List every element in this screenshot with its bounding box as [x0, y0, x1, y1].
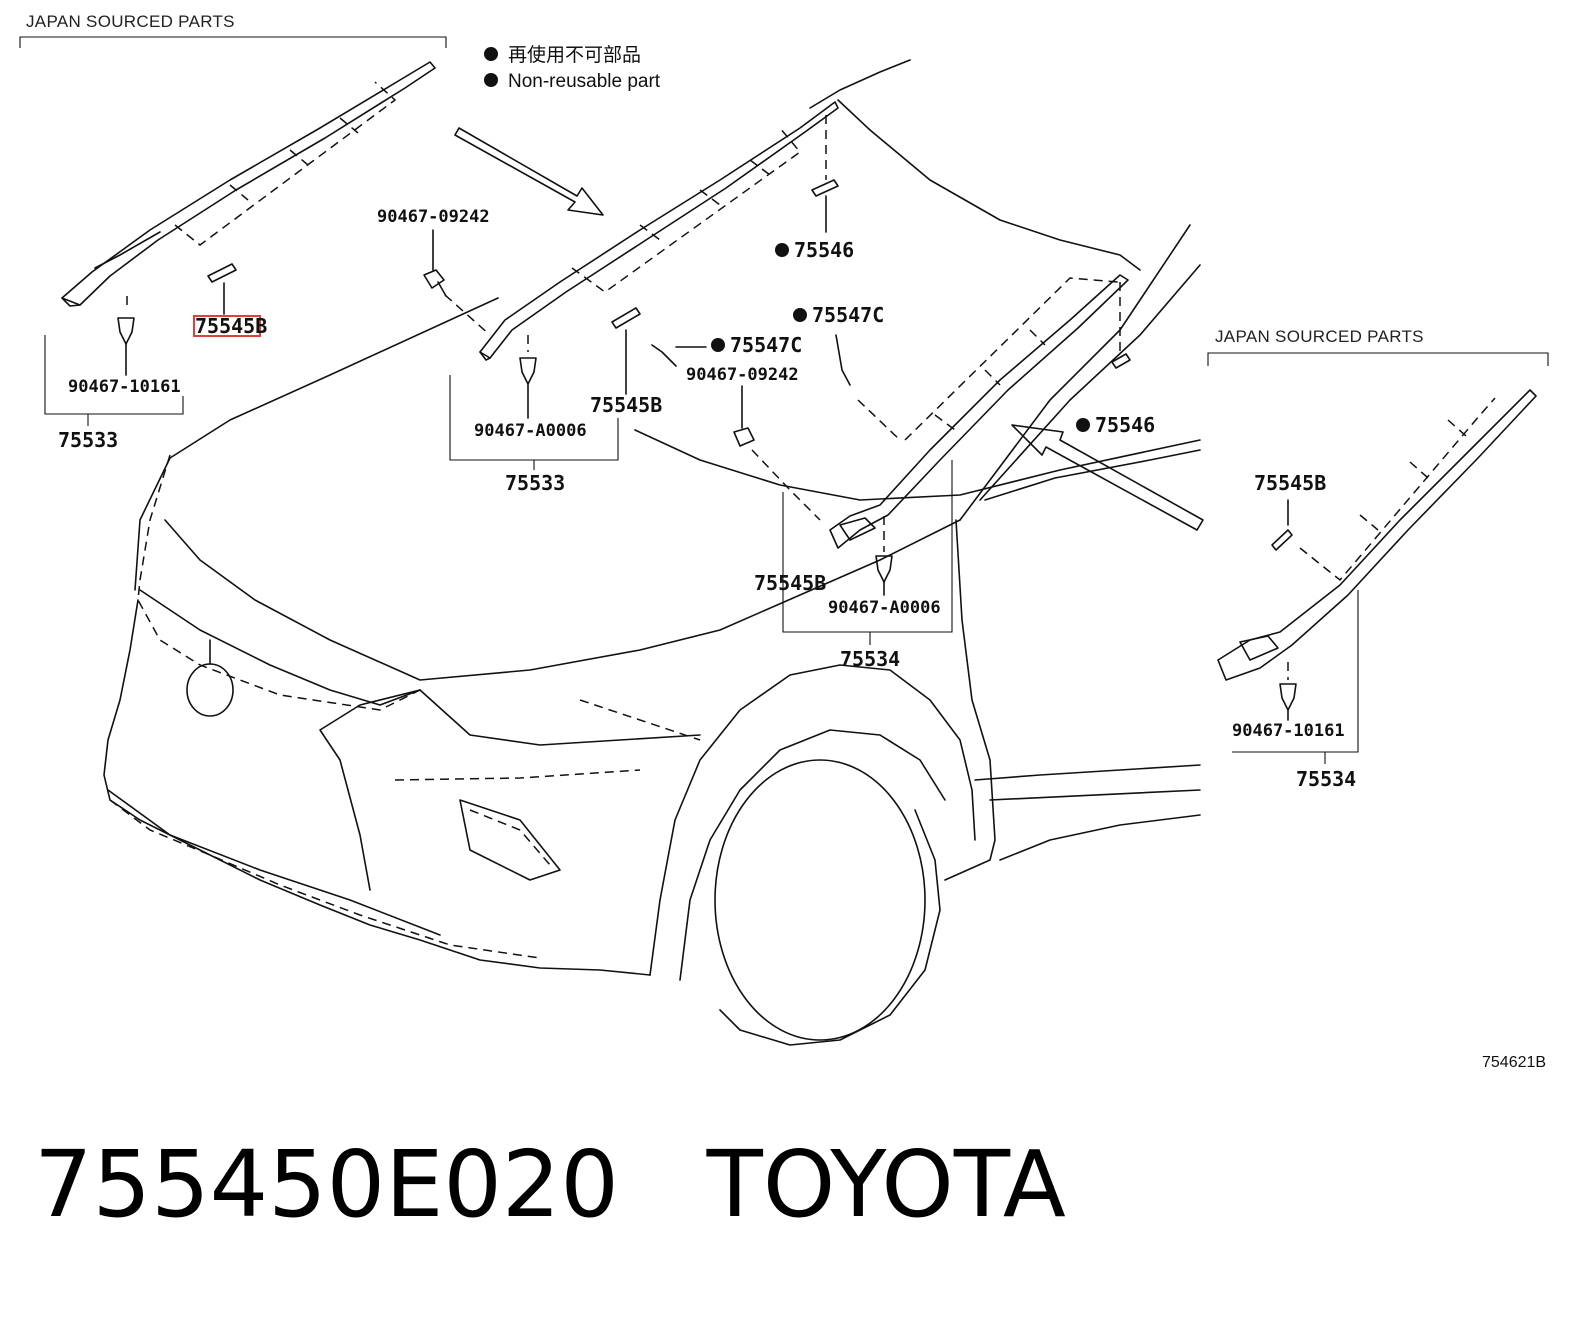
label-75533-left: 75533 — [58, 428, 118, 452]
arrow-icon — [1011, 424, 1204, 531]
part-75545B-clip-left — [207, 263, 237, 283]
bracket-75534-right — [1232, 590, 1359, 753]
part-number-title: 755450E020 TOYOTA — [34, 1131, 1066, 1238]
label-75547C-left: 75547C — [730, 333, 802, 357]
label-75533-center: 75533 — [505, 471, 565, 495]
label-90467-A0006-right: 90467-A0006 — [828, 598, 941, 618]
molding-a-pillar-on-car — [829, 274, 1129, 552]
label-90467-09242-top: 90467-09242 — [377, 207, 490, 227]
part-75545B-clip-center — [611, 307, 641, 329]
part-75546-clip-top — [811, 179, 839, 197]
label-90467-A0006-center: 90467-A0006 — [474, 421, 587, 441]
label-75545B-center: 75545B — [590, 393, 662, 417]
clip-90467-A0006-center — [519, 357, 537, 419]
label-75534-right: 75534 — [1296, 767, 1356, 791]
header-bracket-right — [1207, 352, 1549, 366]
label-75546-right: 75546 — [1095, 413, 1155, 437]
legend-dot-icon — [484, 73, 498, 87]
header-japan-sourced-right: JAPAN SOURCED PARTS — [1215, 327, 1424, 346]
legend-dot-icon — [484, 47, 498, 61]
label-90467-10161-right: 90467-10161 — [1232, 721, 1345, 741]
label-75546-top: 75546 — [794, 238, 854, 262]
pin-75547C-top — [835, 334, 851, 386]
label-75547C-top: 75547C — [812, 303, 884, 327]
part-75545B-clip-right — [1271, 529, 1293, 551]
header-japan-sourced-left: JAPAN SOURCED PARTS — [26, 12, 235, 31]
car-body-outline — [103, 59, 1201, 1046]
clip-90467-A0006-right — [875, 555, 893, 596]
screw-90467-09242-mid — [733, 385, 821, 521]
molding-center-on-car — [444, 101, 839, 361]
label-75545B-lower: 75545B — [754, 571, 826, 595]
emblem-icon — [186, 663, 234, 717]
label-90467-09242-mid: 90467-09242 — [686, 365, 799, 385]
label-90467-10161-left: 90467-10161 — [68, 377, 181, 397]
screw-90467-09242-top — [423, 229, 447, 297]
diagram-code: 754621B — [1482, 1054, 1546, 1071]
label-75545B-highlighted: 75545B — [195, 314, 267, 338]
nonreusable-dot-icon — [1076, 418, 1090, 432]
label-75534-center: 75534 — [840, 647, 900, 671]
nonreusable-dot-icon — [793, 308, 807, 322]
nonreusable-dot-icon — [711, 338, 725, 352]
clip-90467-10161-right — [1279, 683, 1297, 721]
bracket-75533-center — [449, 375, 619, 461]
nonreusable-dot-icon — [775, 243, 789, 257]
arrow-icon — [454, 127, 604, 216]
legend-japanese: 再使用不可部品 — [508, 44, 641, 66]
molding-right-exploded — [1217, 389, 1537, 681]
bracket-75534-center — [782, 460, 953, 633]
header-bracket-left — [19, 36, 447, 48]
molding-left-exploded — [61, 61, 436, 310]
highlight-75545B-box — [193, 315, 261, 337]
legend-english: Non-reusable part — [508, 71, 661, 92]
part-75546-clip-right — [1111, 353, 1131, 369]
bracket-75533-left — [44, 335, 184, 415]
label-75545B-right: 75545B — [1254, 471, 1326, 495]
pin-75547C-left — [651, 344, 677, 367]
clip-90467-10161-left — [117, 317, 135, 376]
